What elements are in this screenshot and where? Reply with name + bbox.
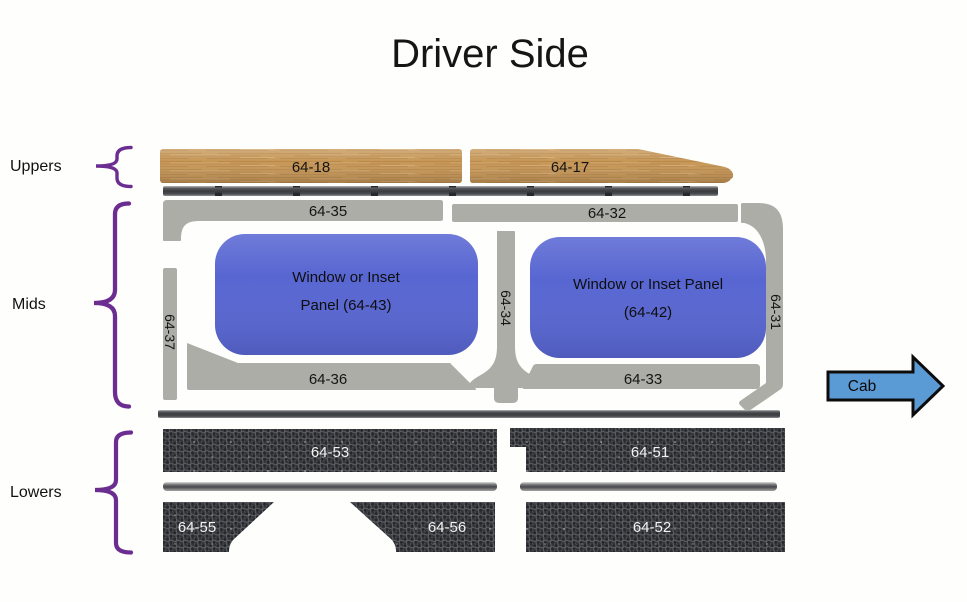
- upper-panel-64-17: 64-17: [470, 149, 734, 183]
- lower-64-52-label: 64-52: [633, 519, 671, 536]
- window-64-43-label-line1: Window or Inset: [292, 269, 400, 286]
- mids-brace-icon: [93, 201, 132, 409]
- upper-panel-64-18-label: 64-18: [292, 159, 330, 176]
- upper-rail-rivets: [163, 186, 718, 196]
- mid-pillar-64-37-label: 64-37: [162, 314, 178, 350]
- mid-lower-divider-rail: [158, 410, 780, 418]
- speckle-overlay: [163, 502, 274, 552]
- lower-panel-64-52: 64-52: [526, 502, 785, 552]
- speckle-overlay: [526, 502, 785, 552]
- uppers-brace-icon: [95, 145, 133, 189]
- window-shade-overlay: [215, 234, 478, 355]
- mid-rail-64-32-shape: [452, 204, 738, 222]
- mid-pillar-64-31-shape: [739, 203, 783, 412]
- cab-arrow-icon: [826, 353, 946, 419]
- upper-panel-64-18: 64-18: [160, 149, 462, 183]
- speckle-overlay: [163, 429, 497, 472]
- mid-rail-64-36-shape: [187, 343, 476, 390]
- wood-shade-overlay: [470, 149, 734, 183]
- lower-rail-right: [520, 482, 777, 491]
- window-panel-64-43: Window or Inset Panel (64-43): [215, 234, 478, 355]
- section-label-uppers: Uppers: [10, 158, 62, 175]
- section-label-lowers: Lowers: [10, 484, 62, 501]
- window-64-42-label-line2: (64-42): [624, 304, 672, 321]
- speckle-overlay: [350, 502, 495, 552]
- lower-panel-64-55: 64-55: [163, 502, 274, 552]
- lower-panel-64-53: 64-53: [163, 429, 497, 472]
- mid-rail-64-35-label: 64-35: [309, 203, 347, 220]
- lower-64-53-label: 64-53: [311, 444, 349, 461]
- lower-64-51-label: 64-51: [631, 444, 669, 461]
- lower-64-56-label: 64-56: [428, 519, 466, 536]
- mid-pillar-64-34-shape: [468, 231, 544, 403]
- window-shade-overlay: [530, 237, 766, 358]
- cab-arrow: Cab: [826, 353, 946, 419]
- lower-panel-64-51: 64-51: [510, 428, 785, 472]
- mid-pillar-64-31-label: 64-31: [768, 294, 784, 330]
- window-64-43-label-line2: Panel (64-43): [301, 297, 392, 314]
- upper-mounting-rail: [163, 186, 718, 196]
- mid-pillar-64-34-label: 64-34: [498, 290, 514, 326]
- mid-rail-64-35-shape: [163, 200, 443, 241]
- lower-rail-left: [163, 482, 497, 491]
- window-panel-64-42: Window or Inset Panel (64-42): [530, 237, 766, 358]
- window-64-42-label-line1: Window or Inset Panel: [573, 276, 723, 293]
- cab-arrow-label: Cab: [848, 378, 876, 395]
- page-title: Driver Side: [391, 32, 589, 76]
- lower-64-55-label: 64-55: [178, 519, 216, 536]
- section-label-mids: Mids: [12, 296, 46, 313]
- mid-rail-64-33-shape: [522, 364, 760, 389]
- wood-shade-overlay: [160, 149, 462, 183]
- speckle-overlay: [510, 428, 785, 472]
- lower-panel-64-56: 64-56: [350, 502, 495, 552]
- mid-rail-64-32-label: 64-32: [588, 205, 626, 222]
- mid-rail-64-33-label: 64-33: [624, 371, 662, 388]
- upper-panel-64-17-label: 64-17: [551, 159, 589, 176]
- lowers-brace-icon: [94, 430, 134, 555]
- mid-pillar-64-37-shape: [163, 268, 177, 400]
- mid-rail-64-36-label: 64-36: [309, 371, 347, 388]
